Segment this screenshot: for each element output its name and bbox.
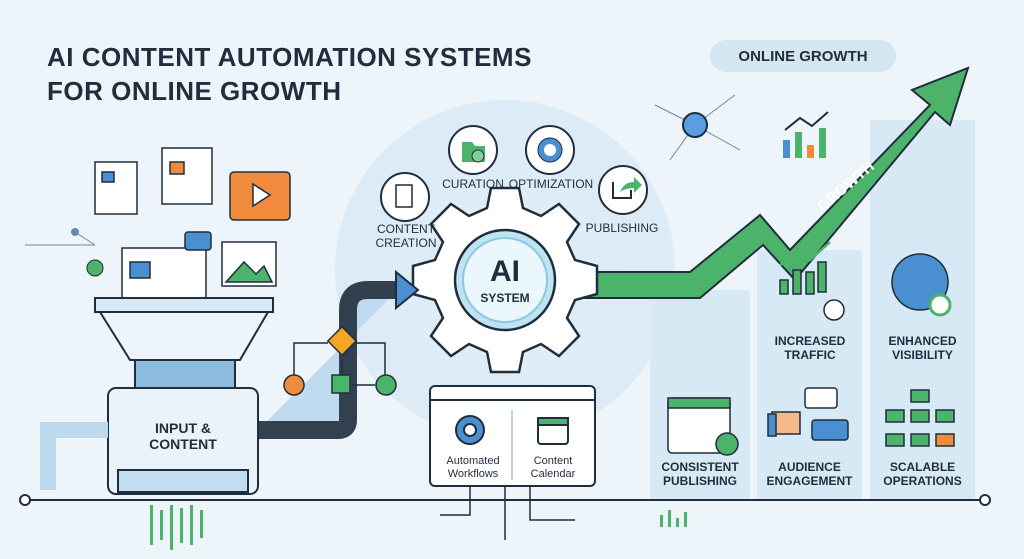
- online-growth-badge: ONLINE GROWTH: [710, 40, 896, 72]
- stage-content-creation: CONTENT CREATION: [375, 222, 437, 250]
- document-icons: [94, 147, 291, 299]
- benefit-enhanced-visibility: ENHANCED VISIBILITY: [888, 334, 957, 362]
- benefit-consistent-publishing: CONSISTENT PUBLISHING: [661, 460, 739, 488]
- growth-arrow: [584, 66, 970, 299]
- binary-stream: [150, 505, 203, 550]
- stage-publishing: PUBLISHING: [585, 221, 659, 235]
- stage-optimization: OPTIMIZATION: [508, 177, 594, 191]
- input-content-machine: [40, 269, 420, 495]
- ai-system-gear: [411, 186, 599, 374]
- machine-label: INPUT & CONTENT: [149, 420, 217, 453]
- gear-system-label: SYSTEM: [480, 291, 530, 305]
- automated-workflows-label: Automated Workflows: [446, 455, 500, 480]
- benefit-scalable-operations: SCALABLE OPERATIONS: [883, 460, 962, 488]
- benefit-increased-traffic: INCREASED TRAFFIC: [774, 334, 846, 362]
- flowchart: [283, 325, 397, 396]
- page-title: AI CONTENT AUTOMATION SYSTEMS FOR ONLINE …: [47, 40, 532, 108]
- benefit-audience-engagement: AUDIENCE ENGAGEMENT: [766, 460, 853, 488]
- title-line-2: FOR ONLINE GROWTH: [47, 76, 342, 106]
- panel-1: [650, 290, 750, 500]
- title-line-1: AI CONTENT AUTOMATION SYSTEMS: [47, 42, 532, 72]
- workflow-window: [429, 385, 596, 487]
- stage-curation: CURATION: [442, 177, 504, 191]
- mini-bar-chart-icon: [783, 111, 829, 158]
- content-calendar-label: Content Calendar: [530, 455, 576, 480]
- network-node-icon: [654, 94, 741, 161]
- gear-ai-label: AI: [490, 255, 520, 288]
